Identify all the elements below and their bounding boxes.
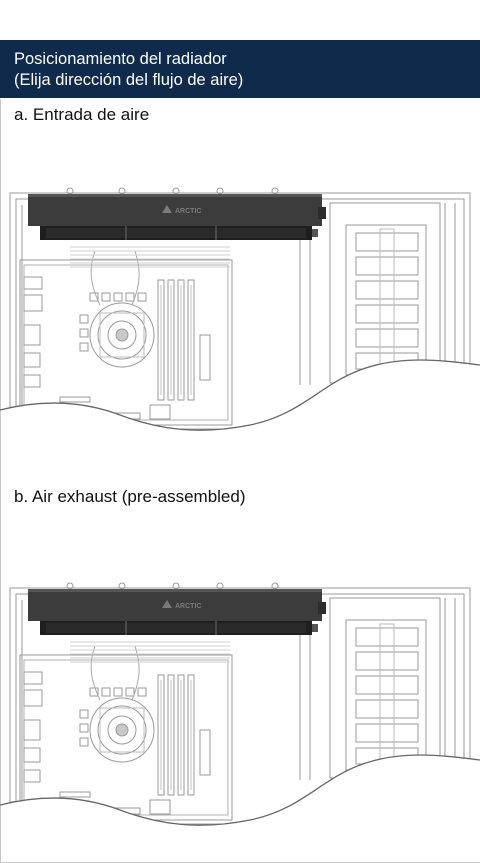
diagram-exhaust: ARCTIC (0, 580, 480, 835)
header-title-line1: Posicionamiento del radiador (14, 50, 227, 68)
section-label-intake: a. Entrada de aire (14, 105, 150, 124)
pc-case-illustration: ARCTIC (0, 582, 480, 826)
diagram-intake: ARCTIC (0, 185, 480, 440)
radiator-brand-logo: ARCTIC (175, 208, 201, 215)
header-title-line2: (Elija dirección del flujo de aire) (14, 71, 244, 89)
pc-case-illustration: ARCTIC (0, 187, 480, 431)
page-header: Posicionamiento del radiador (Elija dire… (0, 40, 480, 98)
section-label-exhaust: b. Air exhaust (pre-assembled) (14, 487, 246, 506)
radiator-brand-logo: ARCTIC (175, 603, 201, 610)
